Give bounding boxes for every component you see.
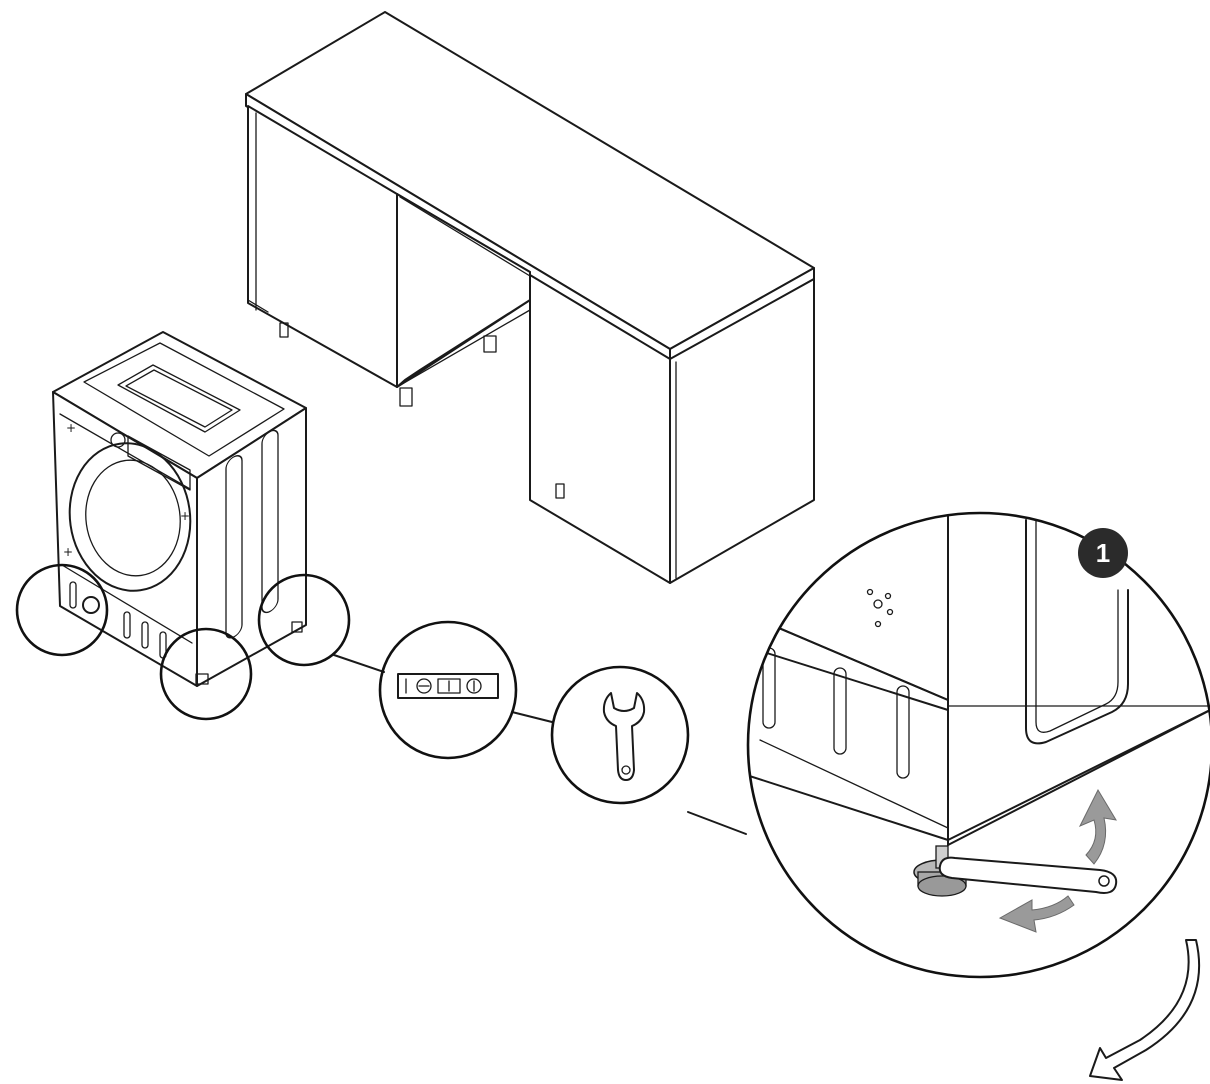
svg-text:+: + (63, 545, 73, 559)
spanner-icon (938, 856, 1118, 894)
spirit-level-callout (378, 620, 518, 760)
callout-front-right-foot (159, 627, 253, 721)
callout-rear-right-foot (257, 573, 351, 667)
step-badge: 1 (1078, 528, 1128, 578)
rotation-arrows-icon (998, 788, 1117, 933)
wrench-icon (602, 692, 646, 781)
svg-text:+: + (66, 421, 76, 435)
callout-front-left-foot (15, 563, 109, 657)
wrench-callout (550, 665, 690, 805)
washing-machine-icon: + + + (52, 331, 307, 687)
detail-callout (746, 511, 1210, 979)
cabinet-icon (245, 11, 815, 584)
curved-arrow-icon (1089, 939, 1201, 1081)
svg-text:+: + (180, 509, 190, 523)
step-number: 1 (1096, 538, 1110, 568)
spirit-level-icon (397, 673, 499, 699)
